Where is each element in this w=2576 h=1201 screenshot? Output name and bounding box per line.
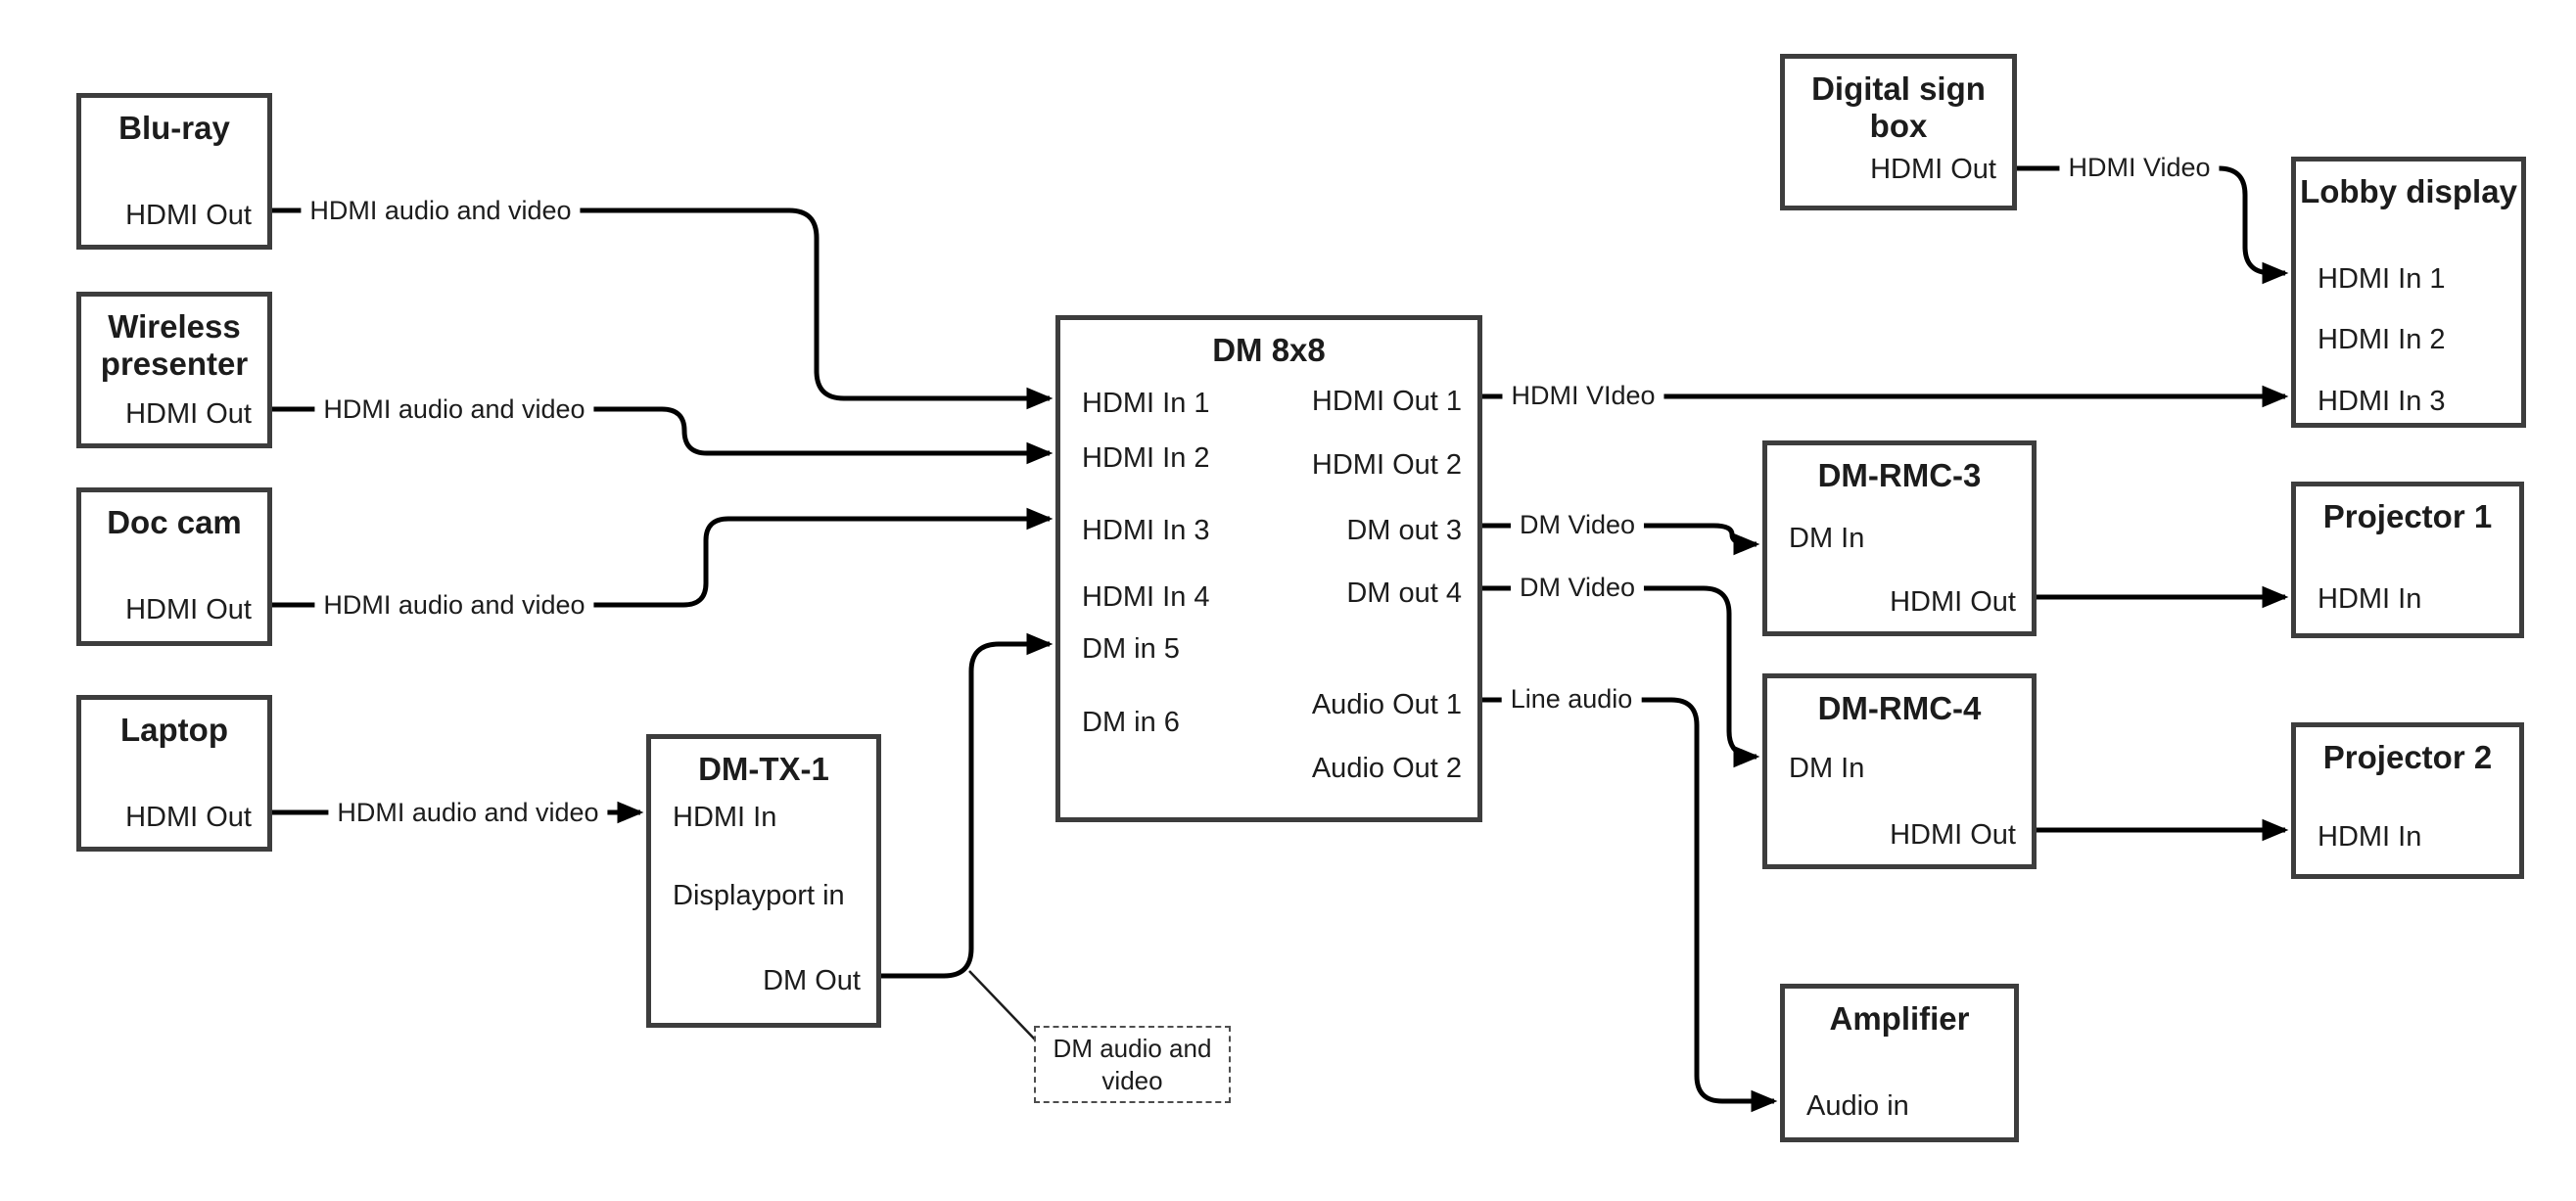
node-dm-8x8: DM 8x8 HDMI In 1 HDMI In 2 HDMI In 3 HDM…	[1055, 315, 1482, 822]
node-doc-cam-port-hdmi-out: HDMI Out	[125, 594, 252, 625]
connector-dm8x8-audio1-to-amplifier	[1481, 697, 1778, 1113]
connector-dm8x8-out4-to-dmrmc4	[1481, 585, 1760, 768]
node-wireless-presenter: Wireless presenter HDMI Out	[76, 292, 272, 448]
node-dm-rmc-3-port-hdmi-out: HDMI Out	[1890, 586, 2016, 618]
edge-label-dm-out-4: DM Video	[1510, 572, 1645, 603]
edge-label-from-doc-cam: HDMI audio and video	[314, 589, 594, 621]
edge-label-from-bluray: HDMI audio and video	[301, 195, 581, 226]
edge-label-audio-out-1: Line audio	[1501, 683, 1642, 715]
node-digital-sign-box: Digital sign box HDMI Out	[1780, 54, 2017, 210]
node-laptop: Laptop HDMI Out	[76, 695, 272, 852]
node-wireless-presenter-port-hdmi-out: HDMI Out	[125, 398, 252, 430]
callout-leader-line	[968, 970, 1036, 1040]
node-dm-8x8-port-dm-out-4: DM out 4	[1346, 577, 1462, 609]
node-dm-tx-1-port-dm-out: DM Out	[763, 965, 861, 996]
node-projector-1: Projector 1 HDMI In	[2291, 482, 2524, 638]
node-dm-rmc-3-title: DM-RMC-3	[1817, 457, 1982, 493]
node-dm-8x8-port-dm-in-6: DM in 6	[1082, 707, 1180, 738]
node-amplifier-title: Amplifier	[1829, 1000, 1970, 1037]
node-lobby-display-port-hdmi-in-2: HDMI In 2	[2318, 324, 2446, 355]
connector-doccam-to-dm8x8-in3	[272, 507, 1054, 608]
node-dm-8x8-port-hdmi-out-2: HDMI Out 2	[1311, 449, 1462, 481]
node-lobby-display: Lobby display HDMI In 1 HDMI In 2 HDMI I…	[2291, 157, 2526, 428]
node-dm-8x8-port-hdmi-in-3: HDMI In 3	[1082, 515, 1210, 546]
node-laptop-title: Laptop	[120, 712, 228, 748]
node-dm-rmc-4-title: DM-RMC-4	[1817, 690, 1982, 726]
node-lobby-display-port-hdmi-in-3: HDMI In 3	[2318, 386, 2446, 417]
node-doc-cam: Doc cam HDMI Out	[76, 487, 272, 646]
node-dm-tx-1-port-displayport-in: Displayport in	[673, 880, 845, 911]
node-dm-8x8-title: DM 8x8	[1212, 332, 1326, 368]
connector-dmtx1-to-dm8x8-in5	[881, 632, 1054, 979]
node-dm-rmc-3-port-dm-in: DM In	[1789, 523, 1865, 554]
edge-label-dm-out-3: DM Video	[1510, 509, 1645, 540]
node-digital-sign-box-port-hdmi-out: HDMI Out	[1870, 154, 1996, 185]
node-dm-8x8-port-dm-out-3: DM out 3	[1346, 515, 1462, 546]
node-bluray: Blu-ray HDMI Out	[76, 93, 272, 250]
node-dm-tx-1-port-hdmi-in: HDMI In	[673, 802, 777, 833]
node-dm-8x8-port-hdmi-in-1: HDMI In 1	[1082, 388, 1210, 419]
node-lobby-display-port-hdmi-in-1: HDMI In 1	[2318, 263, 2446, 295]
node-laptop-port-hdmi-out: HDMI Out	[125, 802, 252, 833]
node-digital-sign-box-title: Digital sign box	[1811, 70, 1986, 144]
node-dm-8x8-port-hdmi-in-2: HDMI In 2	[1082, 442, 1210, 474]
node-dm-rmc-4: DM-RMC-4 DM In HDMI Out	[1762, 673, 2037, 869]
edge-label-from-wireless-presenter: HDMI audio and video	[314, 393, 594, 425]
connector-bluray-to-dm8x8-in1	[272, 208, 1054, 410]
edge-label-from-digital-sign-box: HDMI Video	[2059, 152, 2220, 183]
node-amplifier-port-audio-in: Audio in	[1806, 1090, 1909, 1122]
connector-wireless-to-dm8x8-in2	[272, 406, 1054, 465]
node-lobby-display-title: Lobby display	[2300, 173, 2517, 209]
callout-dm-audio-and-video: DM audio and video	[1034, 1026, 1231, 1103]
node-bluray-port-hdmi-out: HDMI Out	[125, 200, 252, 231]
node-doc-cam-title: Doc cam	[107, 504, 242, 540]
node-wireless-presenter-title: Wireless presenter	[100, 308, 249, 382]
node-amplifier: Amplifier Audio in	[1780, 984, 2019, 1142]
connector-dm8x8-out3-to-dmrmc3	[1481, 523, 1760, 556]
node-dm-8x8-port-hdmi-in-4: HDMI In 4	[1082, 581, 1210, 613]
edge-label-hdmi-out-1: HDMI VIdeo	[1502, 380, 1664, 411]
node-dm-rmc-3: DM-RMC-3 DM In HDMI Out	[1762, 440, 2037, 636]
node-bluray-title: Blu-ray	[118, 110, 230, 146]
node-dm-8x8-port-dm-in-5: DM in 5	[1082, 633, 1180, 665]
connector-digitalsign-to-lobby-in1	[2017, 165, 2289, 285]
node-projector-2-title: Projector 2	[2322, 739, 2493, 775]
edge-label-from-laptop: HDMI audio and video	[328, 797, 608, 828]
node-dm-tx-1-title: DM-TX-1	[698, 751, 829, 787]
node-dm-tx-1: DM-TX-1 HDMI In Displayport in DM Out	[646, 734, 881, 1028]
node-projector-2-port-hdmi-in: HDMI In	[2318, 821, 2422, 853]
node-dm-8x8-port-audio-out-1: Audio Out 1	[1311, 689, 1462, 720]
node-dm-8x8-port-hdmi-out-1: HDMI Out 1	[1311, 386, 1462, 417]
node-projector-1-port-hdmi-in: HDMI In	[2318, 583, 2422, 615]
node-projector-1-title: Projector 1	[2322, 498, 2493, 534]
node-dm-rmc-4-port-dm-in: DM In	[1789, 753, 1865, 784]
node-dm-8x8-port-audio-out-2: Audio Out 2	[1311, 753, 1462, 784]
node-dm-rmc-4-port-hdmi-out: HDMI Out	[1890, 819, 2016, 851]
node-projector-2: Projector 2 HDMI In	[2291, 722, 2524, 879]
